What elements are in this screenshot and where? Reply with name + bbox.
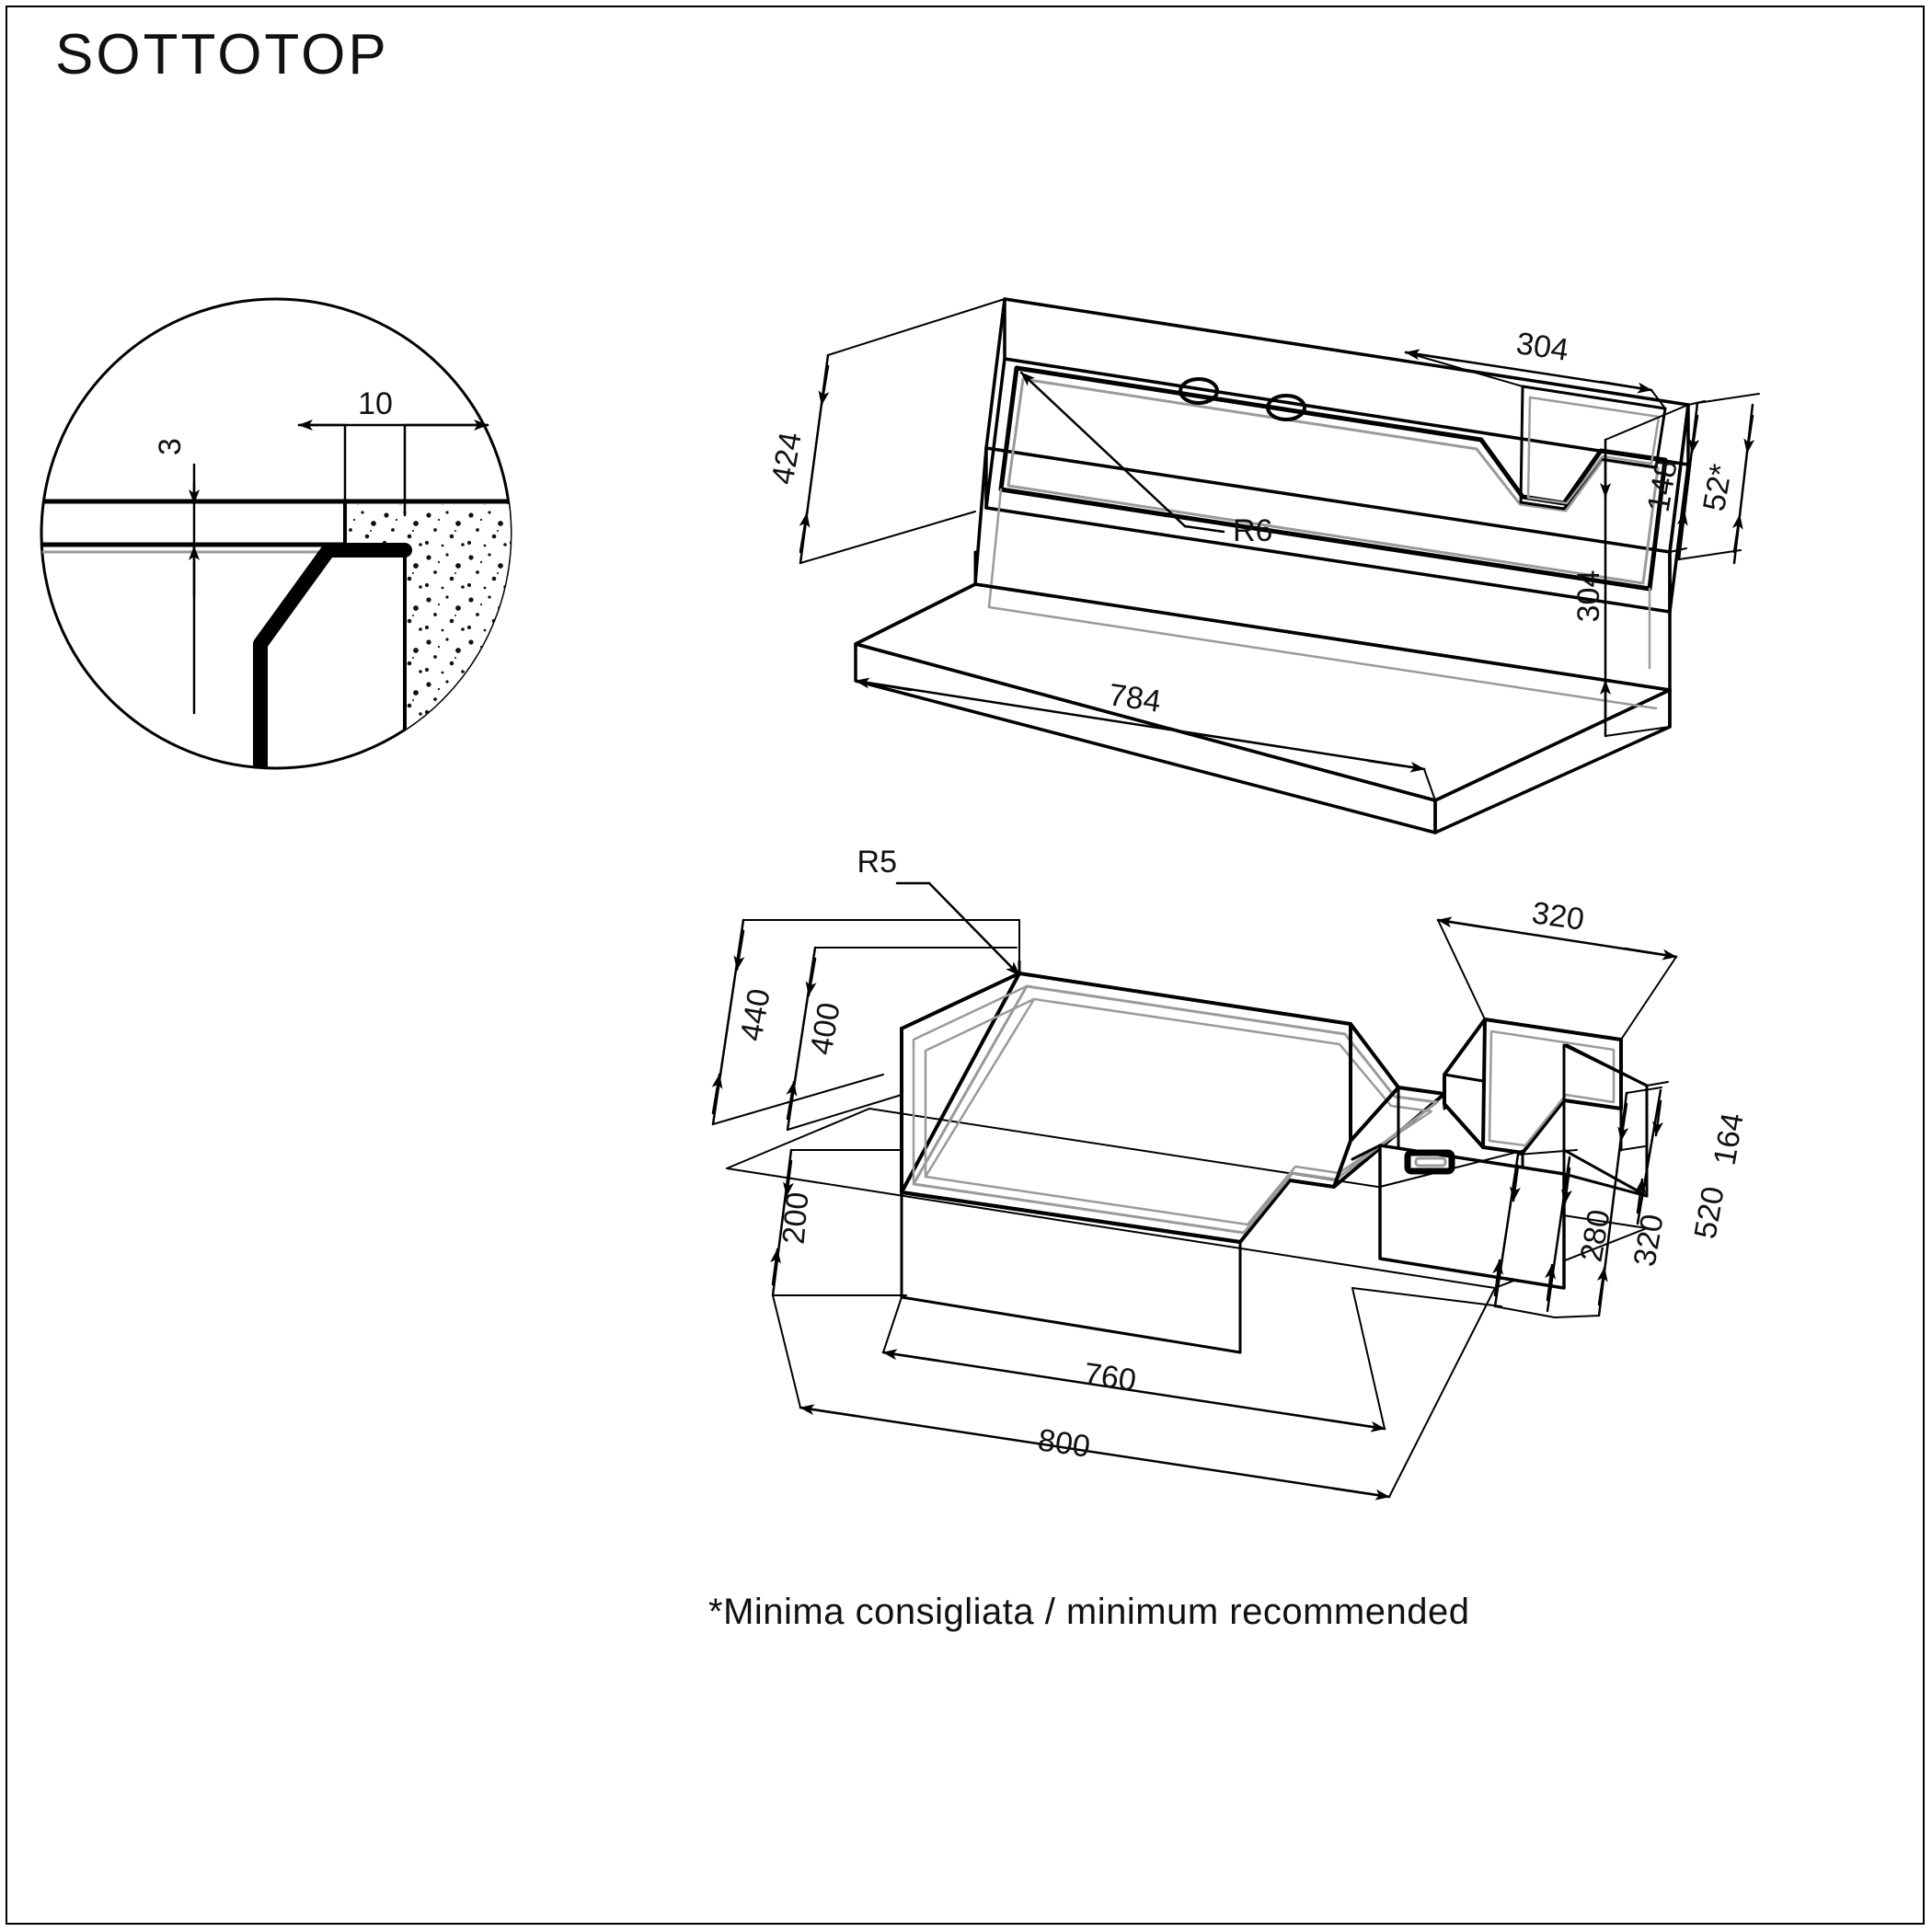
- bottom-view-geometry: [711, 881, 1678, 1501]
- top-radius-r6: R6: [1233, 513, 1272, 548]
- detail-dim-3: 3: [153, 438, 188, 455]
- sheet-border: [6, 6, 1925, 1925]
- top-dim-304-top: 304: [1514, 326, 1570, 368]
- bottom-dim-760: 760: [1082, 1356, 1138, 1398]
- bottom-dim-320-top: 320: [1530, 895, 1586, 937]
- detail-dim-10: 10: [358, 386, 393, 421]
- top-dim-304-right: 304: [1571, 570, 1606, 623]
- top-dim-52: 52*: [1696, 462, 1739, 514]
- top-dim-784: 784: [1107, 677, 1163, 719]
- top-view-geometry: [799, 297, 1760, 834]
- footnote-text: *Minima consigliata / minimum recommende…: [708, 1592, 1470, 1632]
- bottom-radius-r5: R5: [857, 845, 897, 880]
- bottom-dim-800: 800: [1036, 1422, 1092, 1465]
- page-title: SOTTOTOP: [55, 23, 389, 86]
- overflow-slot: [1404, 1149, 1455, 1175]
- bottom-dim-200: 200: [776, 1190, 816, 1246]
- tap-hole: [1266, 394, 1306, 421]
- tap-hole: [1179, 377, 1219, 405]
